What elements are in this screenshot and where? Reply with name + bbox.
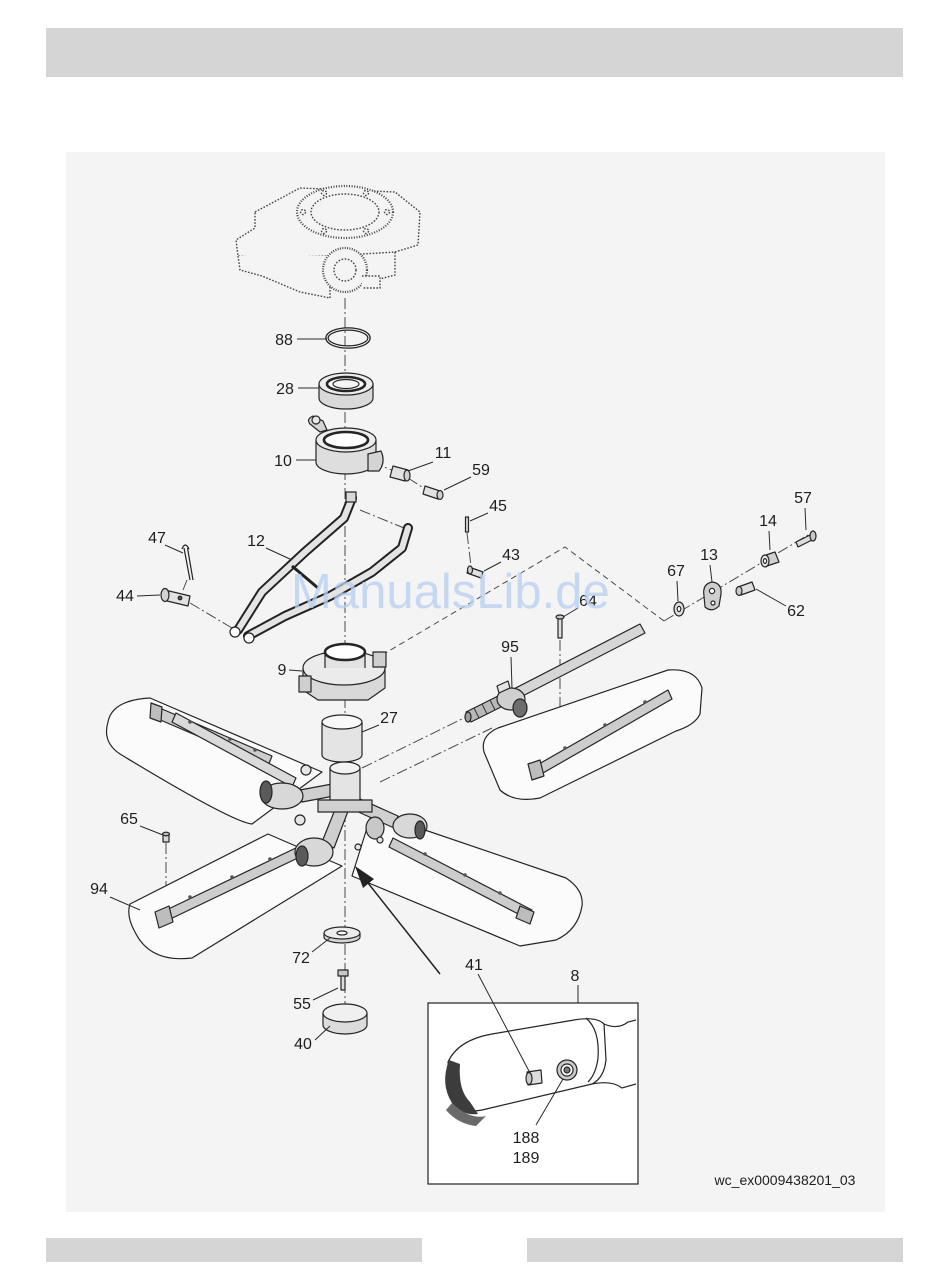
callout-13: 13 xyxy=(700,547,718,564)
yoke-link-axis xyxy=(360,510,404,528)
callout-72: 72 xyxy=(292,950,310,967)
gearbox-drawing xyxy=(236,186,420,298)
small-bolt xyxy=(355,844,361,850)
callout-8: 8 xyxy=(571,968,580,985)
callout-88: 88 xyxy=(275,332,293,349)
housing-lower-left-end xyxy=(296,846,308,866)
callout-10: 10 xyxy=(274,453,292,470)
bolt-hole xyxy=(322,229,327,234)
part-14-nut xyxy=(761,552,779,567)
part-67-washer xyxy=(674,602,684,616)
rail-end-upper-left xyxy=(150,703,162,722)
callout-40: 40 xyxy=(294,1036,312,1053)
part-88-ring xyxy=(327,329,369,347)
hub-arm-axis-a xyxy=(362,716,468,768)
housing-bolt xyxy=(301,765,311,775)
callout-55: 55 xyxy=(293,996,311,1013)
callout-59: 59 xyxy=(472,462,490,479)
part-59-pin xyxy=(423,486,443,500)
part-65-screw xyxy=(163,832,170,842)
callout-65: 65 xyxy=(120,811,138,828)
part-40-cap xyxy=(323,1004,367,1034)
callout-9: 9 xyxy=(278,662,287,679)
watermark: ManualsLib.de xyxy=(291,565,610,619)
bolt-hole xyxy=(301,210,306,215)
callout-27: 27 xyxy=(380,710,398,727)
part-11-bushing xyxy=(390,466,410,481)
inset-part-188-grease-fitting xyxy=(557,1060,577,1080)
hub-arm-axis-b xyxy=(380,728,492,782)
gearbox-lower-body xyxy=(238,256,330,298)
bolt-hole xyxy=(364,229,369,234)
part-47-cotter-pin xyxy=(182,545,193,580)
callout-43: 43 xyxy=(502,547,520,564)
part-72-washer xyxy=(324,927,360,943)
part-55-bolt xyxy=(338,970,348,990)
part-28-bearing xyxy=(319,373,373,409)
callout-57: 57 xyxy=(794,490,812,507)
housing-lower-right-end xyxy=(415,821,425,839)
callout-41: 41 xyxy=(465,957,483,974)
callout-189: 189 xyxy=(513,1150,540,1167)
callout-95: 95 xyxy=(501,639,519,656)
bushing-pin-axis xyxy=(408,478,425,489)
housing-upper-left-end xyxy=(260,781,272,803)
small-bolt xyxy=(377,837,383,843)
figure-id: wc_ex0009438201_03 xyxy=(714,1172,856,1188)
callout-28: 28 xyxy=(276,381,294,398)
callout-14: 14 xyxy=(759,513,777,530)
spoke xyxy=(300,784,334,802)
part-62-pin xyxy=(736,582,755,596)
part-45-pin xyxy=(466,517,469,532)
bolt-hole xyxy=(322,191,327,196)
pin-44-axis xyxy=(190,603,232,628)
part-13-clevis xyxy=(704,582,721,610)
callout-11: 11 xyxy=(435,445,452,462)
callout-94: 94 xyxy=(90,881,108,898)
part-9-hub xyxy=(299,644,386,700)
callout-47: 47 xyxy=(148,530,166,547)
bolt-hole xyxy=(385,210,390,215)
arm-clamp xyxy=(366,817,384,839)
pin-47-axis xyxy=(183,580,187,590)
part-27-sleeve xyxy=(322,715,362,762)
callout-62: 62 xyxy=(787,603,805,620)
center-column-base xyxy=(318,800,372,812)
pin-45-axis xyxy=(467,533,471,566)
callout-44: 44 xyxy=(116,588,134,605)
callout-67: 67 xyxy=(667,563,685,580)
callout-12: 12 xyxy=(247,533,265,550)
part-10-collar xyxy=(309,416,384,474)
inset-part-41-nut xyxy=(526,1070,542,1085)
center-column-top xyxy=(330,762,360,774)
gearbox-shaft xyxy=(362,276,380,288)
bolt-hole xyxy=(364,191,369,196)
gearbox-gear-hub xyxy=(334,259,356,281)
part-57-bolt xyxy=(796,531,816,547)
callout-188: 188 xyxy=(513,1130,540,1147)
housing-bolt xyxy=(295,815,305,825)
callout-45: 45 xyxy=(489,498,507,515)
part-44-pin xyxy=(161,589,190,607)
gearbox-flange-inner xyxy=(311,194,379,230)
